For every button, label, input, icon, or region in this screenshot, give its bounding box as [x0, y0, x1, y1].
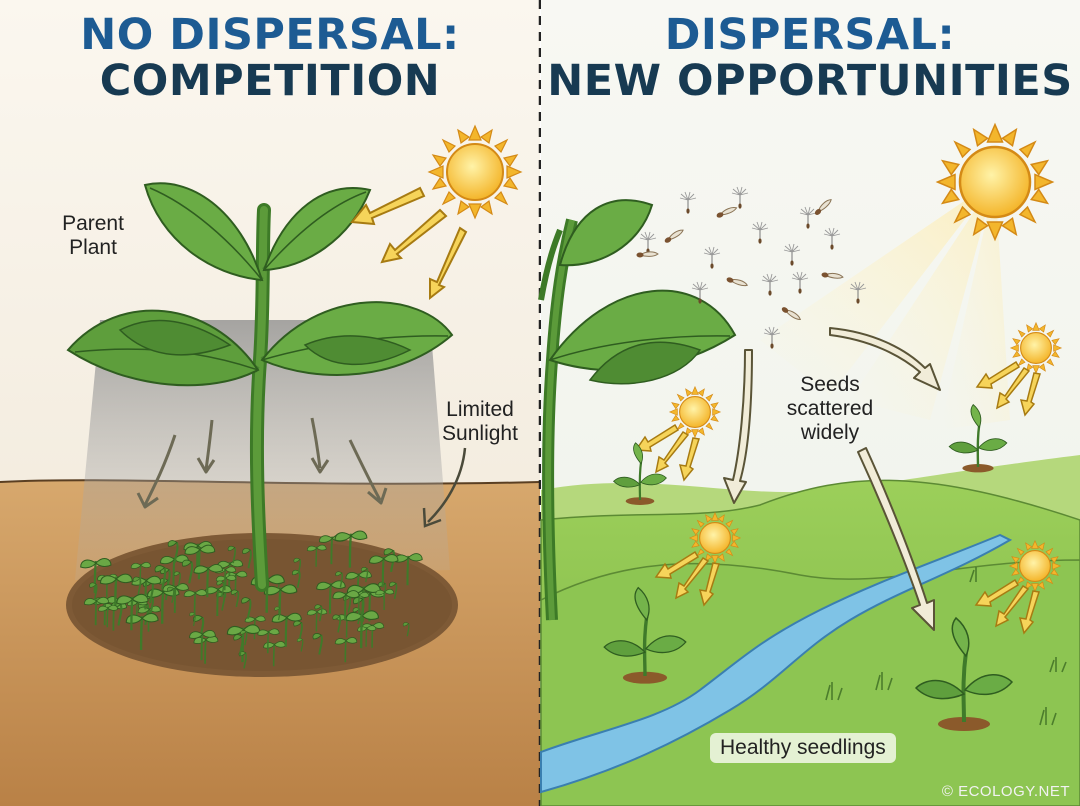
left-title-line1: NO DISPERSAL:: [80, 10, 460, 60]
shade-arrows: [136, 417, 388, 509]
right-panel-title: DISPERSAL: NEW OPPORTUNITIES: [540, 12, 1080, 104]
right-title-line1: DISPERSAL:: [664, 10, 956, 60]
dispersal-arrows: [723, 327, 941, 631]
sun-icon: [936, 123, 1054, 241]
parent-plant-label: Parent Plant: [62, 212, 124, 259]
left-panel-title: NO DISPERSAL: COMPETITION: [0, 12, 540, 104]
dispersing-parent-plant: [538, 199, 737, 621]
river: [540, 533, 1013, 794]
left-title-line2: COMPETITION: [99, 56, 441, 106]
limited-sunlight-pointer: [422, 447, 467, 528]
grass-tufts: [825, 567, 1067, 726]
right-title-line2: NEW OPPORTUNITIES: [547, 56, 1073, 106]
small-suns: [634, 322, 1062, 635]
sunlight-arrows: [350, 186, 468, 301]
limited-sunlight-label: Limited Sunlight: [442, 398, 518, 445]
credit: © ECOLOGY.NET: [941, 783, 1070, 800]
sun-icon: [428, 125, 522, 219]
seeds-scattered-label: Seeds scattered widely: [786, 373, 874, 444]
parent-plant: [66, 182, 454, 592]
healthy-seedlings-label: Healthy seedlings: [710, 733, 896, 763]
